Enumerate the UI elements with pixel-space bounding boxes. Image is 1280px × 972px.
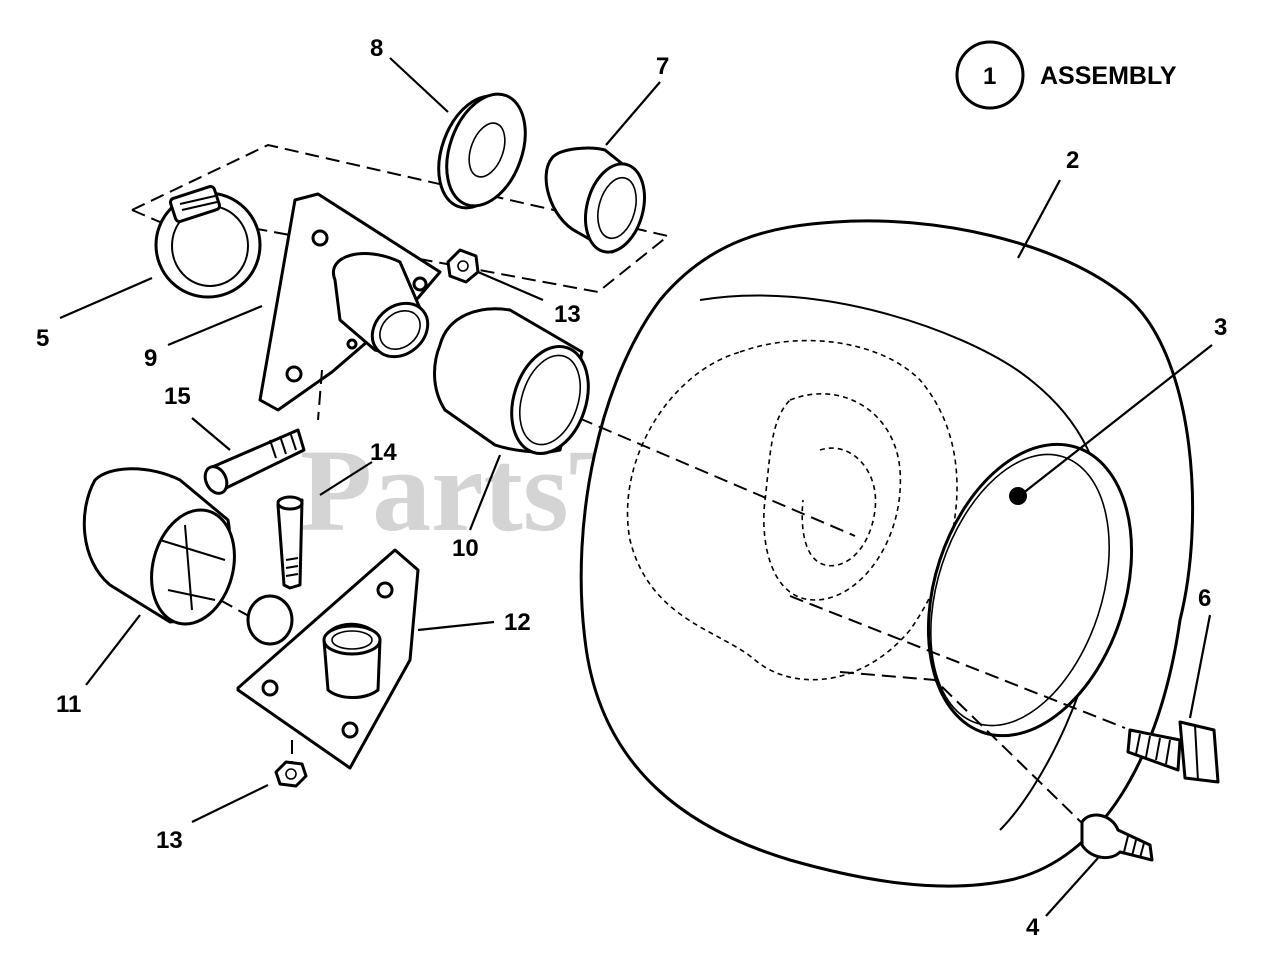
assembly-note: 1 ASSEMBLY — [955, 40, 1177, 110]
bearing-8 — [437, 92, 527, 210]
callout-14: 14 — [370, 439, 397, 466]
callout-13-lower: 13 — [156, 827, 183, 854]
nut-13-upper — [446, 248, 480, 284]
assembly-outline — [131, 143, 671, 294]
assembly-number: 1 — [983, 63, 996, 90]
callout-6: 6 — [1198, 585, 1211, 612]
hose-clamp-5 — [154, 185, 262, 299]
callout-12: 12 — [504, 609, 531, 636]
roller-11 — [82, 467, 266, 626]
callout-3: 3 — [1214, 314, 1227, 341]
spacer-10 — [433, 307, 590, 455]
assembly-number-circle — [955, 40, 1025, 110]
callout-11: 11 — [56, 691, 81, 718]
callout-4: 4 — [1026, 914, 1040, 941]
lower-bracket-12 — [236, 548, 420, 770]
stud-4 — [1080, 813, 1154, 862]
bolt-15 — [203, 428, 306, 495]
callout-7: 7 — [656, 53, 669, 80]
callout-9: 9 — [144, 345, 157, 372]
callout-numbers: 2 3 6 4 7 8 5 9 13 15 14 10 11 12 13 — [36, 35, 1227, 941]
hex-bolt-6 — [1126, 720, 1220, 784]
callout-8: 8 — [370, 35, 383, 62]
callout-5: 5 — [36, 325, 49, 352]
nut-13-lower — [274, 760, 308, 788]
pin-14 — [276, 495, 304, 590]
callout-10: 10 — [452, 535, 479, 562]
assembly-label: ASSEMBLY — [1040, 62, 1177, 90]
wheel-tire-assembly — [559, 219, 1195, 888]
mounting-bracket-9 — [258, 192, 442, 421]
bearing-sleeve-7 — [544, 146, 646, 254]
callout-13-upper: 13 — [554, 301, 581, 328]
callout-15: 15 — [164, 383, 191, 410]
valve-stem-icon — [1009, 487, 1027, 505]
leader-lines — [59, 57, 1213, 917]
callout-2: 2 — [1066, 147, 1079, 174]
